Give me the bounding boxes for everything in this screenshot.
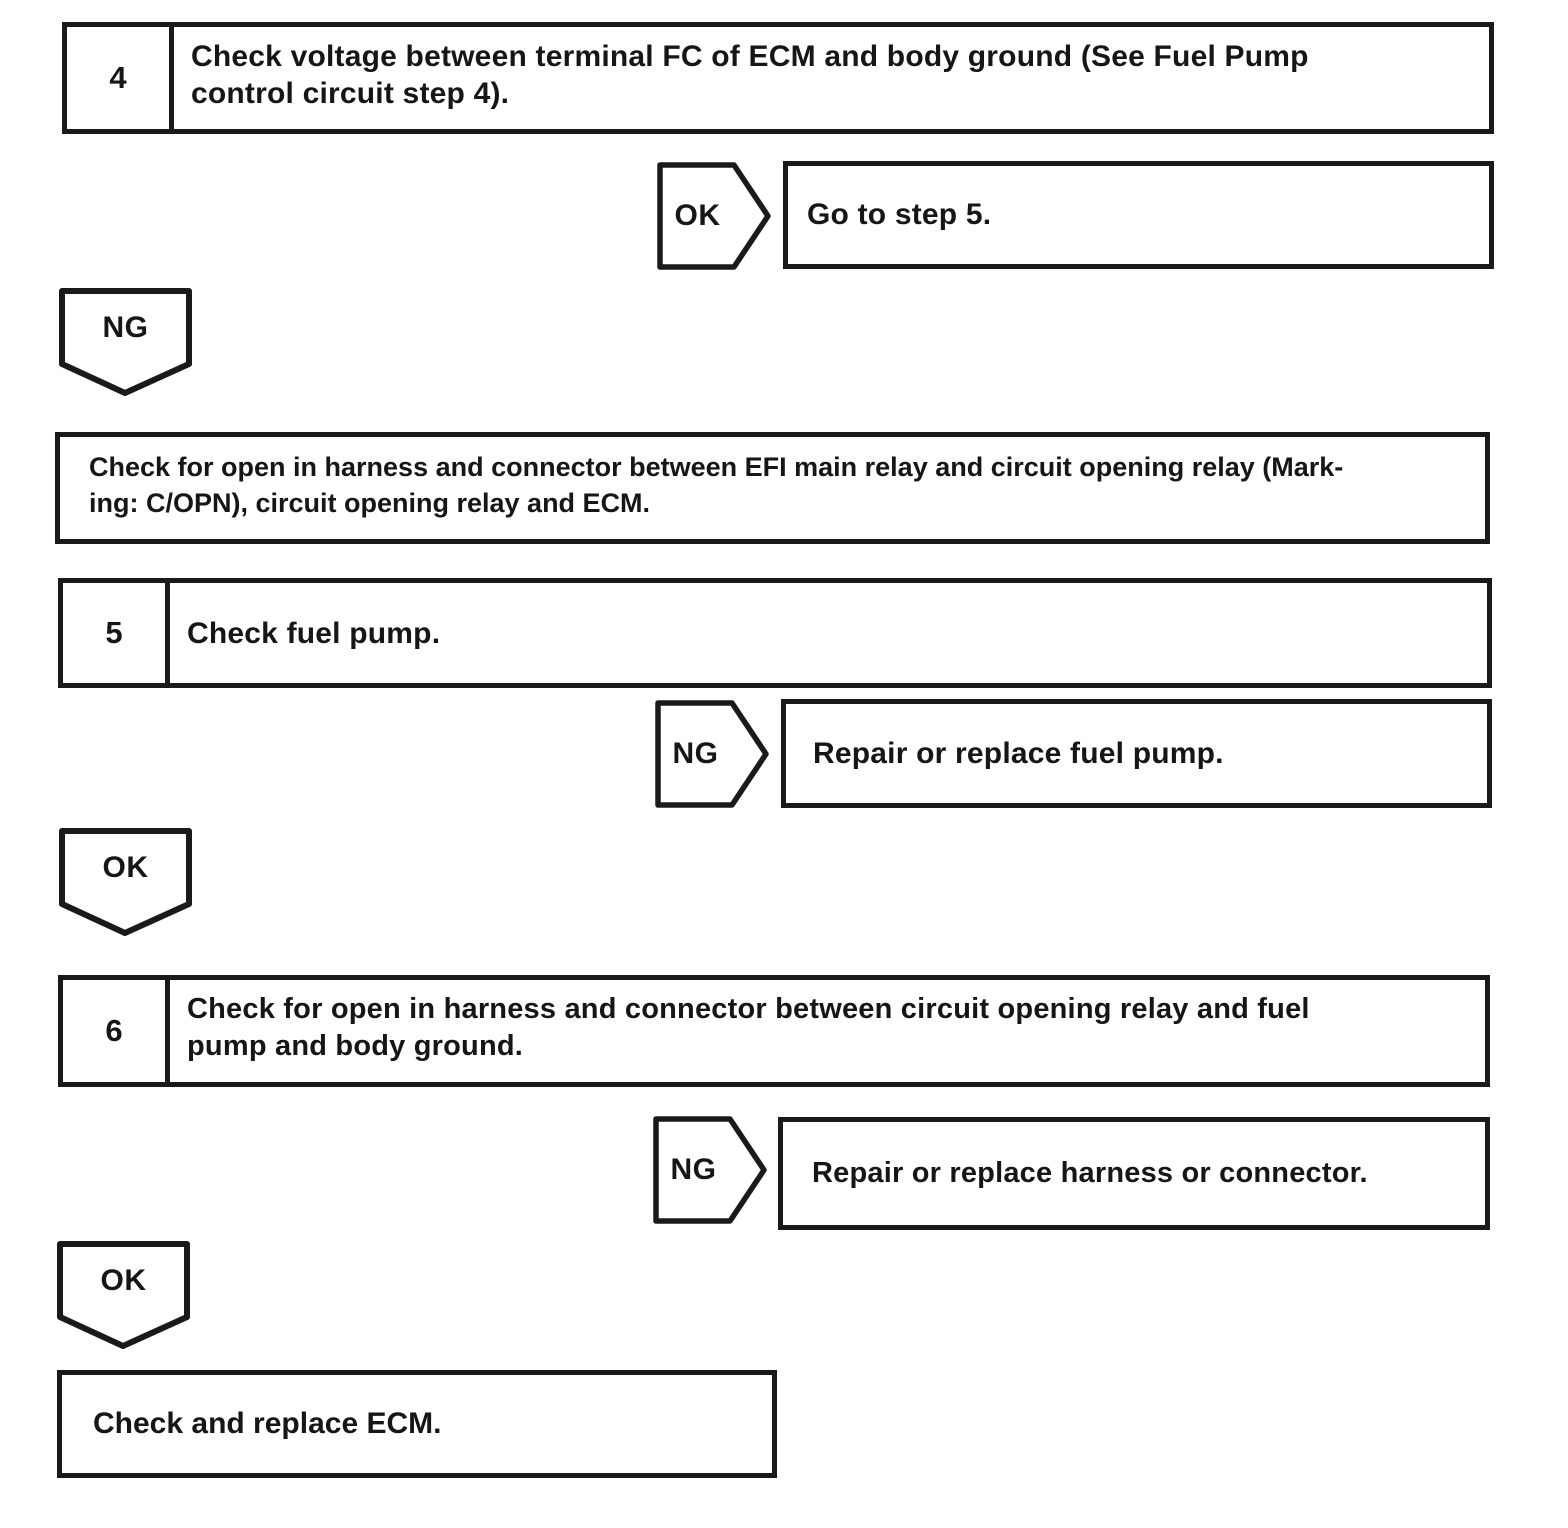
step-5-number: 5 <box>63 583 170 683</box>
step-4-number: 4 <box>67 27 174 129</box>
ok-connector-label: OK <box>674 199 721 232</box>
ng-connector-right-3: NG <box>653 1116 768 1224</box>
final-check-replace-ecm-box: Check and replace ECM. <box>57 1370 777 1478</box>
ok-connector-down-1: OK <box>58 827 193 937</box>
step-4-check-box: 4 Check voltage between terminal FC of E… <box>62 22 1494 134</box>
action-line-2: ing: C/OPN), circuit opening relay and E… <box>89 488 651 518</box>
ok-connector-label: OK <box>100 1264 147 1297</box>
step-6-check-box: 6 Check for open in harness and connecto… <box>58 975 1490 1087</box>
result-go-to-step-5-box: Go to step 5. <box>783 161 1494 269</box>
ng-connector-label: NG <box>102 311 149 344</box>
ng-connector-right-2: NG <box>655 700 770 808</box>
step-5-check-box: 5 Check fuel pump. <box>58 578 1492 688</box>
result-go-to-step-5-text: Go to step 5. <box>807 198 992 231</box>
step-4-instruction: Check voltage between terminal FC of ECM… <box>174 27 1489 129</box>
step-6-instruction-line-2: pump and body ground. <box>187 1030 524 1062</box>
step-6-number: 6 <box>63 980 170 1082</box>
pentagon-right-shape <box>655 700 769 808</box>
ng-connector-down-1: NG <box>58 287 193 397</box>
result-repair-harness-text: Repair or replace harness or connector. <box>812 1157 1368 1189</box>
ok-connector-label: OK <box>102 851 149 884</box>
step-6-instruction-line-1: Check for open in harness and connector … <box>187 993 1310 1025</box>
result-repair-fuel-pump-box: Repair or replace fuel pump. <box>781 699 1492 808</box>
step-5-instruction: Check fuel pump. <box>170 583 1487 683</box>
step-4-instruction-line-2: control circuit step 4). <box>191 77 510 110</box>
pentagon-down-shape <box>59 828 192 936</box>
action-line-1: Check for open in harness and connector … <box>89 452 1344 482</box>
pentagon-down-shape <box>59 288 192 396</box>
final-check-replace-ecm-text: Check and replace ECM. <box>93 1407 442 1440</box>
ok-connector-right-1: OK <box>657 162 772 270</box>
pentagon-right-shape <box>657 162 771 270</box>
ng-connector-label: NG <box>672 737 719 770</box>
result-repair-harness-box: Repair or replace harness or connector. <box>778 1117 1490 1230</box>
step-5-instruction-line-1: Check fuel pump. <box>187 616 441 650</box>
pentagon-down-shape <box>57 1241 190 1349</box>
ok-connector-down-2: OK <box>56 1240 191 1350</box>
step-6-instruction: Check for open in harness and connector … <box>170 980 1485 1082</box>
step-4-instruction-line-1: Check voltage between terminal FC of ECM… <box>191 40 1309 73</box>
action-check-harness-relay-box: Check for open in harness and connector … <box>55 432 1490 544</box>
ng-connector-label: NG <box>670 1153 717 1186</box>
pentagon-right-shape <box>653 1116 767 1224</box>
result-repair-fuel-pump-text: Repair or replace fuel pump. <box>813 736 1224 770</box>
